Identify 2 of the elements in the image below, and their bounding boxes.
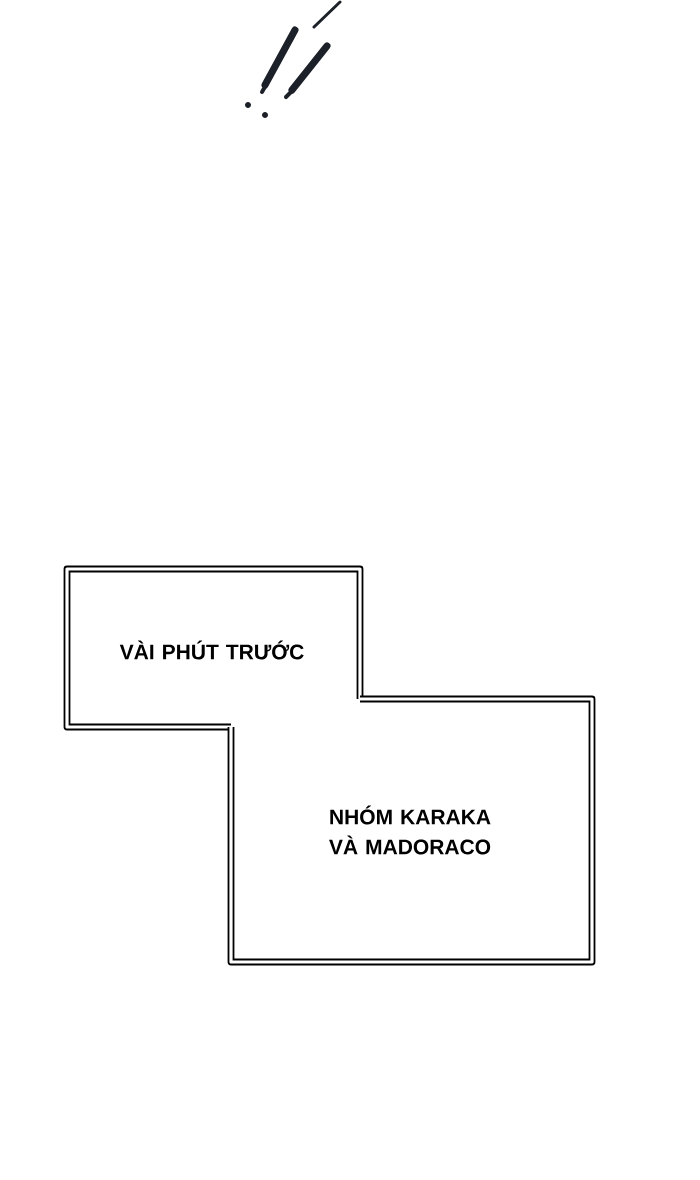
caption-box: NHÓM KARAKA VÀ MADORACO (227, 695, 596, 966)
caption-box: VÀI PHÚT TRƯỚC (63, 565, 364, 731)
